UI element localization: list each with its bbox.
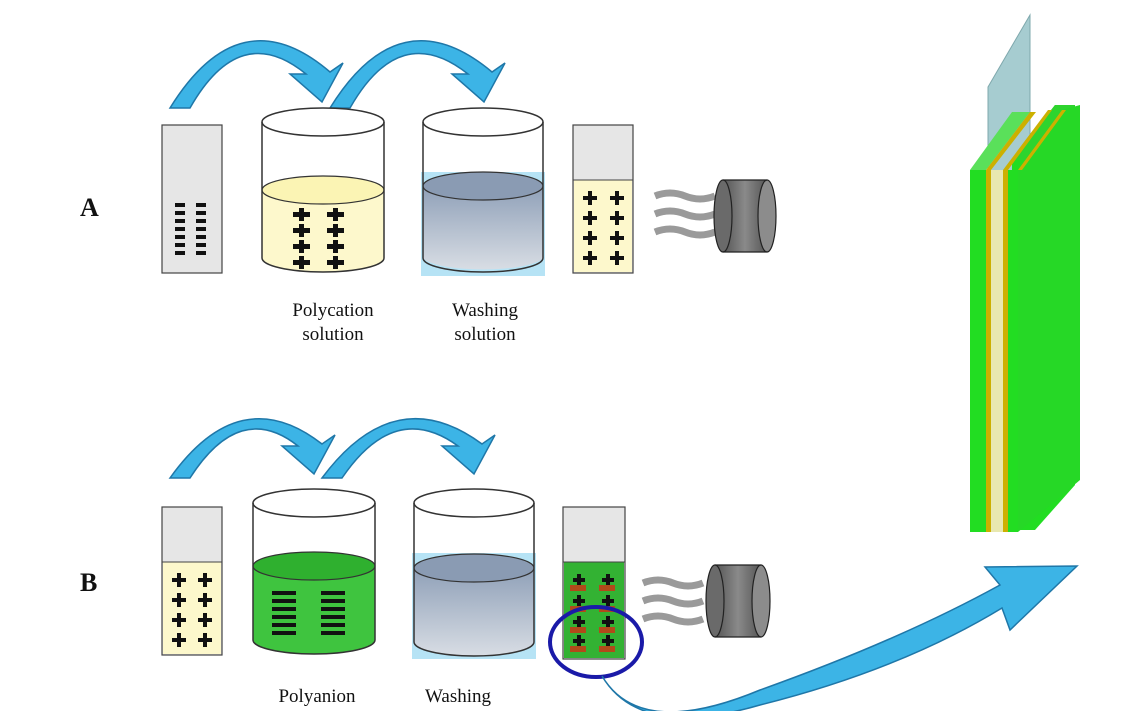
polyanion-beaker — [252, 488, 376, 655]
washing-label-a-line1: Washing — [451, 300, 519, 321]
washing-label-b: Washing — [424, 686, 492, 707]
substrate-slide-b — [161, 506, 223, 656]
transfer-arrow-b1 — [168, 417, 336, 479]
washing-beaker-b — [412, 488, 536, 659]
washing-label-a: Washing solution — [420, 299, 550, 347]
polycation-beaker — [261, 107, 385, 273]
transfer-arrow-a1 — [168, 40, 344, 109]
transfer-arrow-a2 — [328, 40, 506, 109]
air-flow-a — [653, 189, 717, 239]
polyanion-label: Polyanion — [278, 686, 356, 707]
dryer-b — [705, 564, 771, 638]
coated-slide-b — [562, 506, 626, 660]
polycation-label-line1: Polycation — [292, 300, 374, 321]
dryer-a — [713, 179, 777, 253]
multilayer-film — [970, 13, 1080, 532]
transfer-arrow-b2 — [320, 417, 496, 479]
washing-label-a-line2: solution — [454, 324, 516, 345]
washing-beaker-a — [421, 107, 545, 276]
substrate-slide-a — [161, 124, 223, 274]
air-flow-b — [641, 576, 705, 626]
coated-slide-a — [572, 124, 634, 274]
polycation-label-line2: solution — [302, 324, 364, 345]
polycation-label: Polycation solution — [268, 299, 398, 347]
curved-arrow-to-film — [601, 565, 1079, 716]
row-label-a: A — [80, 193, 99, 222]
row-label-b: B — [80, 568, 98, 597]
highlight-circle — [548, 605, 644, 679]
